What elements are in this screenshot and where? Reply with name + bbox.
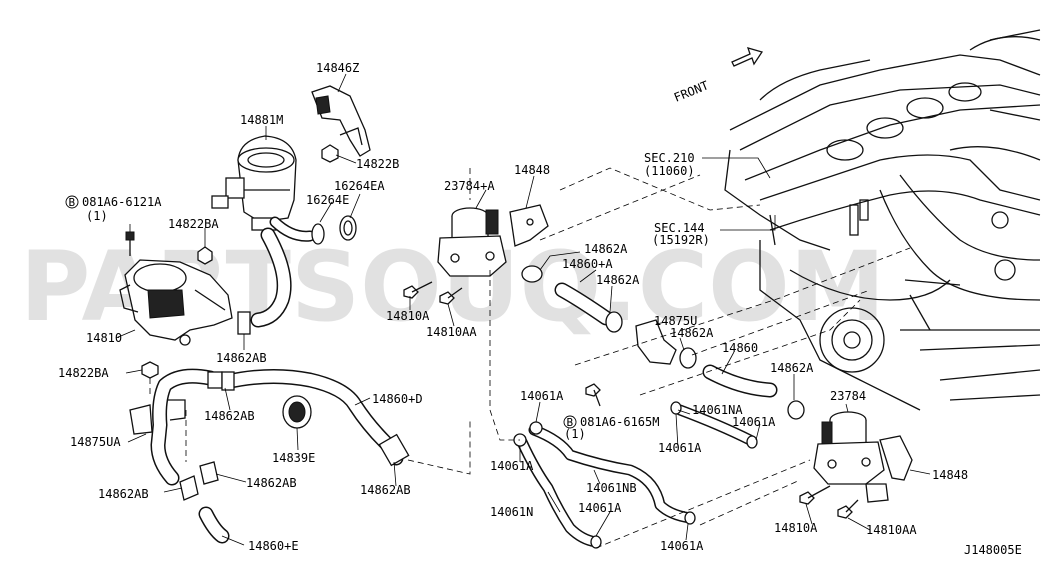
leader-lines	[115, 73, 931, 546]
label-14862a-3: 14862A	[670, 326, 714, 340]
label-sec144-sub: (15192R)	[652, 233, 710, 247]
bolt-14810aa-top	[439, 287, 463, 305]
label-14875u: 14875U	[654, 314, 697, 328]
label-14822ba-left: 14822BA	[58, 366, 109, 380]
label-14061na: 14061NA	[692, 403, 743, 417]
nut-14822ba-left	[141, 361, 159, 379]
connector-14862ab-1	[237, 311, 251, 335]
bolt-b-letter-left: B	[69, 196, 76, 209]
bolt-14810aa-right	[837, 499, 859, 519]
clamp-14862ab-lower	[179, 461, 219, 501]
diagram-code: J148005E	[964, 543, 1022, 557]
label-14862ab-3: 14862AB	[360, 483, 411, 497]
pump-outlet-hose	[269, 215, 357, 245]
label-14839e: 14839E	[272, 451, 315, 465]
label-14862ab-4: 14862AB	[98, 487, 149, 501]
label-14860e: 14860+E	[248, 539, 299, 553]
label-23784a: 23784+A	[444, 179, 495, 193]
label-14848-right: 14848	[932, 468, 968, 482]
tube-14061nb	[528, 421, 696, 525]
label-sec210: SEC.210	[644, 151, 695, 165]
bolt-14810a-right	[799, 485, 831, 505]
valve-23784a	[437, 204, 549, 277]
label-081a6-6121a-qty: (1)	[86, 209, 108, 223]
part-labels: 14846Z 14881M 14822B 16264EA 16264E B 08…	[58, 61, 1022, 557]
label-081a6-6165m: 081A6-6165M	[580, 415, 659, 429]
hose-14860	[702, 364, 805, 420]
ring-14839e	[282, 395, 312, 429]
bolt-14822b	[321, 144, 339, 163]
label-14822b: 14822B	[356, 157, 399, 171]
label-14862ab-5: 14862AB	[246, 476, 297, 490]
label-14862a-1: 14862A	[584, 242, 628, 256]
hose-14860e	[198, 506, 230, 544]
bolt-b-circle-left	[65, 195, 79, 209]
label-14061a-2: 14061A	[732, 415, 776, 429]
label-081a6-6121a: 081A6-6121A	[82, 195, 162, 209]
part-14881m-pump	[211, 135, 297, 231]
label-14061a-1: 14061A	[520, 389, 564, 403]
label-14810aa-top: 14810AA	[426, 325, 477, 339]
part-14810-valve	[119, 259, 233, 346]
bolt-b-circle-mid	[563, 415, 577, 429]
dashed-connections	[149, 167, 911, 549]
label-14862ab-1: 14862AB	[216, 351, 267, 365]
label-14860: 14860	[722, 341, 758, 355]
label-081a6-6165m-qty: (1)	[564, 427, 586, 441]
label-14810: 14810	[86, 331, 122, 345]
label-14860d: 14860+D	[372, 392, 423, 406]
pump-lower-hose	[250, 227, 292, 328]
label-14810aa-right: 14810AA	[866, 523, 917, 537]
label-14875ua: 14875UA	[70, 435, 121, 449]
label-14061a-4: 14061A	[490, 459, 534, 473]
label-14061a-5: 14061A	[578, 501, 622, 515]
bolt-14810a-top	[403, 281, 433, 299]
bolt-b-letter-mid: B	[567, 416, 574, 429]
label-14862a-2: 14862A	[596, 273, 640, 287]
label-14822ba-top: 14822BA	[168, 217, 219, 231]
label-14061n: 14061N	[490, 505, 533, 519]
hose-14860d	[218, 368, 410, 467]
label-14881m: 14881M	[240, 113, 283, 127]
label-sec210-sub: (11060)	[644, 164, 695, 178]
pipe-14875ua	[129, 368, 235, 486]
pipe-14875u	[635, 319, 697, 369]
label-14061a-6: 14061A	[660, 539, 704, 553]
label-16264e: 16264E	[306, 193, 349, 207]
valve-23784	[813, 411, 913, 503]
engine-block-illustration	[724, 29, 1041, 411]
label-14848-top: 14848	[514, 163, 550, 177]
label-14061nb: 14061NB	[586, 481, 637, 495]
front-label: FRONT	[672, 78, 711, 105]
label-14810a-right: 14810A	[774, 521, 818, 535]
bolt-081a6-6165m	[585, 383, 601, 407]
label-14860a: 14860+A	[562, 257, 613, 271]
front-arrow: FRONT	[672, 47, 764, 105]
label-sec144: SEC.144	[654, 221, 705, 235]
label-14862a-4: 14862A	[770, 361, 814, 375]
label-14846z: 14846Z	[316, 61, 359, 75]
label-14862ab-2: 14862AB	[204, 409, 255, 423]
label-14810a-top: 14810A	[386, 309, 430, 323]
hose-14860a	[521, 265, 623, 333]
label-14061a-3: 14061A	[658, 441, 702, 455]
label-23784: 23784	[830, 389, 866, 403]
label-16264ea: 16264EA	[334, 179, 385, 193]
part-14846z-cover	[311, 85, 371, 157]
